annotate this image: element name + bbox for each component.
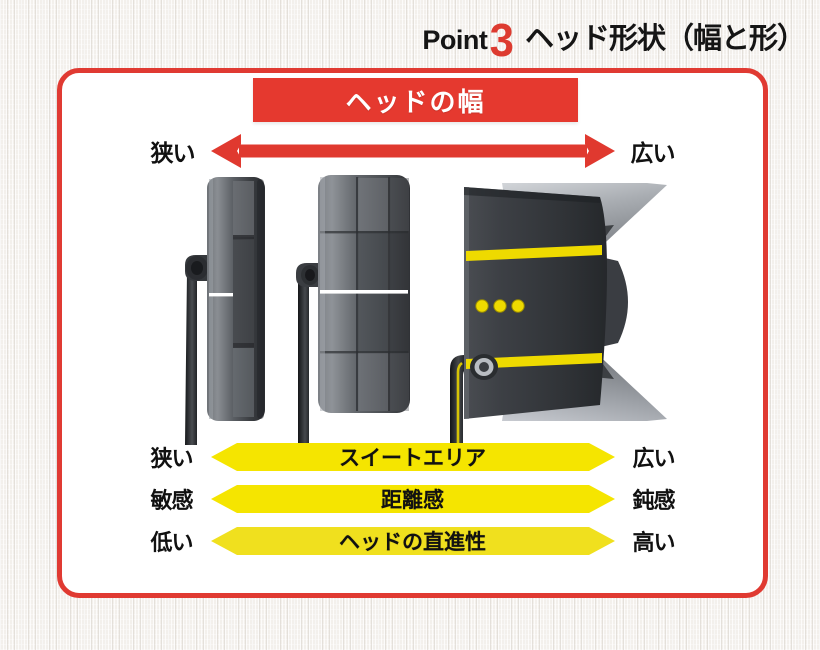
metric-row: 狭い スイートエリア 広い (62, 436, 763, 478)
putter-comparison-images (62, 165, 763, 445)
section-banner: ヘッドの幅 (253, 78, 578, 122)
metric-left-label: 狭い (150, 446, 193, 471)
metric-row: 敏感 距離感 鈍感 (62, 478, 763, 520)
metric-right-label: 高い (632, 530, 675, 555)
double-arrow-bar-icon (210, 443, 615, 471)
metric-label: 距離感 (381, 489, 444, 512)
double-arrow-bar-icon (210, 485, 615, 513)
metric-label: スイートエリア (339, 447, 486, 470)
page-title: Point 3 ヘッド形状（幅と形） (0, 14, 806, 66)
metric-bar: スイートエリア (210, 440, 615, 474)
blade-putter-image (185, 177, 265, 445)
metric-bar: 距離感 (210, 482, 615, 516)
metric-right-label: 広い (632, 446, 675, 471)
metric-left-label: 低い (150, 530, 193, 555)
metric-label: ヘッドの直進性 (339, 531, 486, 554)
range-right-label: 広い (630, 140, 676, 166)
metric-right-label: 鈍感 (632, 488, 675, 513)
double-headed-arrow-icon (210, 134, 615, 168)
metric-left-label: 敏感 (150, 488, 193, 513)
range-left-label: 狭い (150, 140, 196, 166)
head-width-range-row: 狭い 広い (62, 130, 763, 172)
metric-bar: ヘッドの直進性 (210, 524, 615, 558)
double-arrow-bar-icon (210, 527, 615, 555)
title-heading: ヘッド形状（幅と形） (524, 22, 806, 55)
point-word: Point (422, 24, 488, 55)
metric-row: 低い ヘッドの直進性 高い (62, 520, 763, 562)
x-mallet-putter-image (450, 183, 667, 445)
mid-mallet-putter-image (296, 175, 410, 445)
section-banner-label: ヘッドの幅 (345, 86, 486, 117)
content-card: ヘッドの幅 狭い 広い (57, 68, 768, 598)
metric-rows: 狭い スイートエリア 広い 敏感 距離感 鈍感 低い (62, 436, 763, 562)
point-number: 3 (490, 14, 515, 66)
